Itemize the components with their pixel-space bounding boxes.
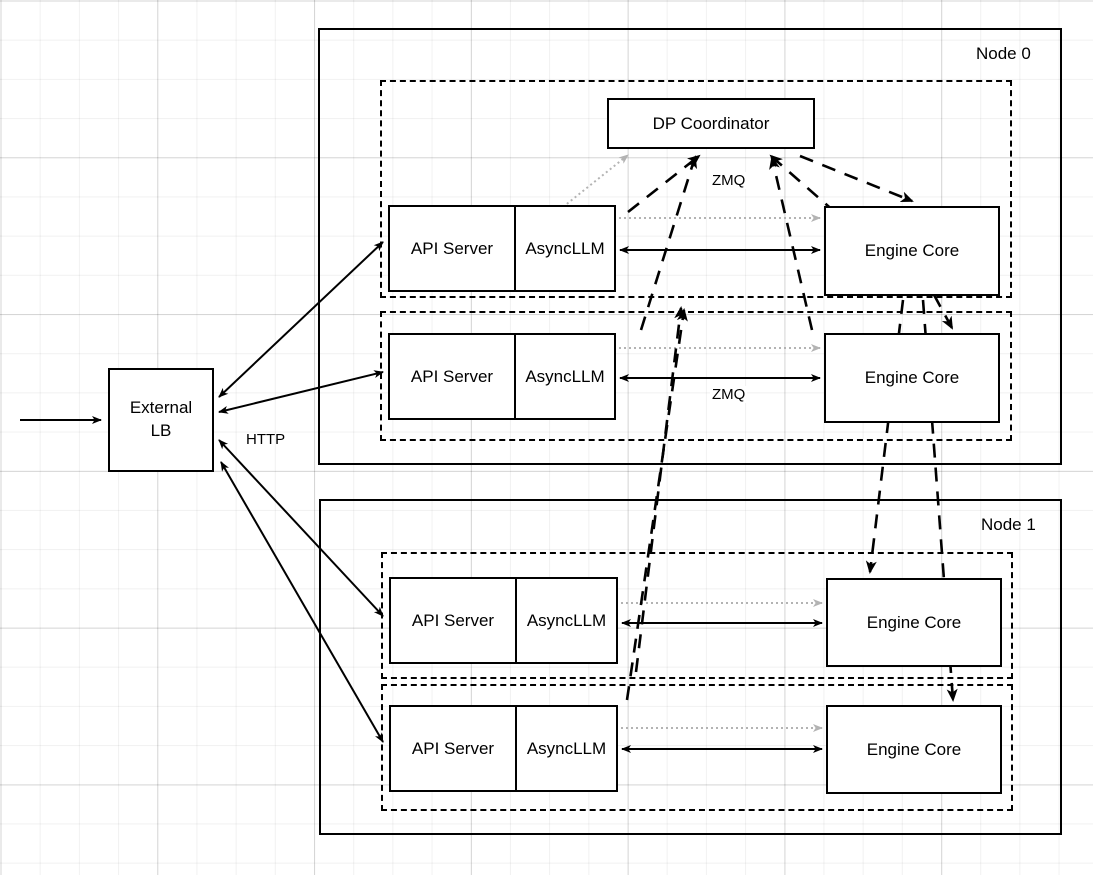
asyncllm-label-n0g0: AsyncLLM [525, 238, 605, 258]
api-server-box-n0g0: API Server AsyncLLM [388, 205, 616, 292]
engine-core-box-n0g0: Engine Core [824, 206, 1000, 296]
api-server-box-n1g0: API Server AsyncLLM [389, 577, 618, 664]
asyncllm-label-n0g1: AsyncLLM [525, 366, 605, 386]
node-0-dp-group-1 [380, 311, 1012, 441]
api-server-label-n0g1: API Server [390, 335, 516, 418]
engine-core-box-n1g1: Engine Core [826, 705, 1002, 794]
dp-coordinator-box: DP Coordinator [607, 98, 815, 149]
external-lb-label-line2: LB [150, 421, 172, 440]
engine-core-label-n0g0: Engine Core [864, 241, 960, 260]
zmq-label-top: ZMQ [710, 172, 748, 189]
node-1-label: Node 1 [981, 515, 1036, 534]
api-server-label-n1g1: API Server [391, 707, 517, 790]
api-server-label-n0g0: API Server [390, 207, 516, 290]
zmq-label-bottom: ZMQ [710, 386, 748, 403]
node-1-container [319, 499, 1062, 835]
node-0-label: Node 0 [976, 44, 1031, 63]
node-0-container [318, 28, 1062, 465]
node-1-dp-group-1 [381, 684, 1013, 811]
api-server-box-n1g1: API Server AsyncLLM [389, 705, 618, 792]
engine-core-box-n1g0: Engine Core [826, 578, 1002, 667]
node-1-dp-group-0 [381, 552, 1013, 679]
engine-core-box-n0g1: Engine Core [824, 333, 1000, 423]
asyncllm-label-n1g1: AsyncLLM [526, 738, 607, 758]
engine-core-label-n1g0: Engine Core [866, 612, 962, 632]
engine-core-label-n0g1: Engine Core [864, 368, 960, 387]
external-lb-label-line1: External [129, 398, 193, 418]
node-0-dp-group-0 [380, 80, 1012, 298]
dp-coordinator-label: DP Coordinator [652, 113, 770, 133]
http-label: HTTP [246, 431, 286, 448]
engine-core-label-n1g1: Engine Core [866, 739, 962, 759]
api-server-box-n0g1: API Server AsyncLLM [388, 333, 616, 420]
api-server-label-n1g0: API Server [391, 579, 517, 662]
asyncllm-label-n1g0: AsyncLLM [526, 610, 607, 630]
external-lb-box: External LB [108, 368, 214, 472]
